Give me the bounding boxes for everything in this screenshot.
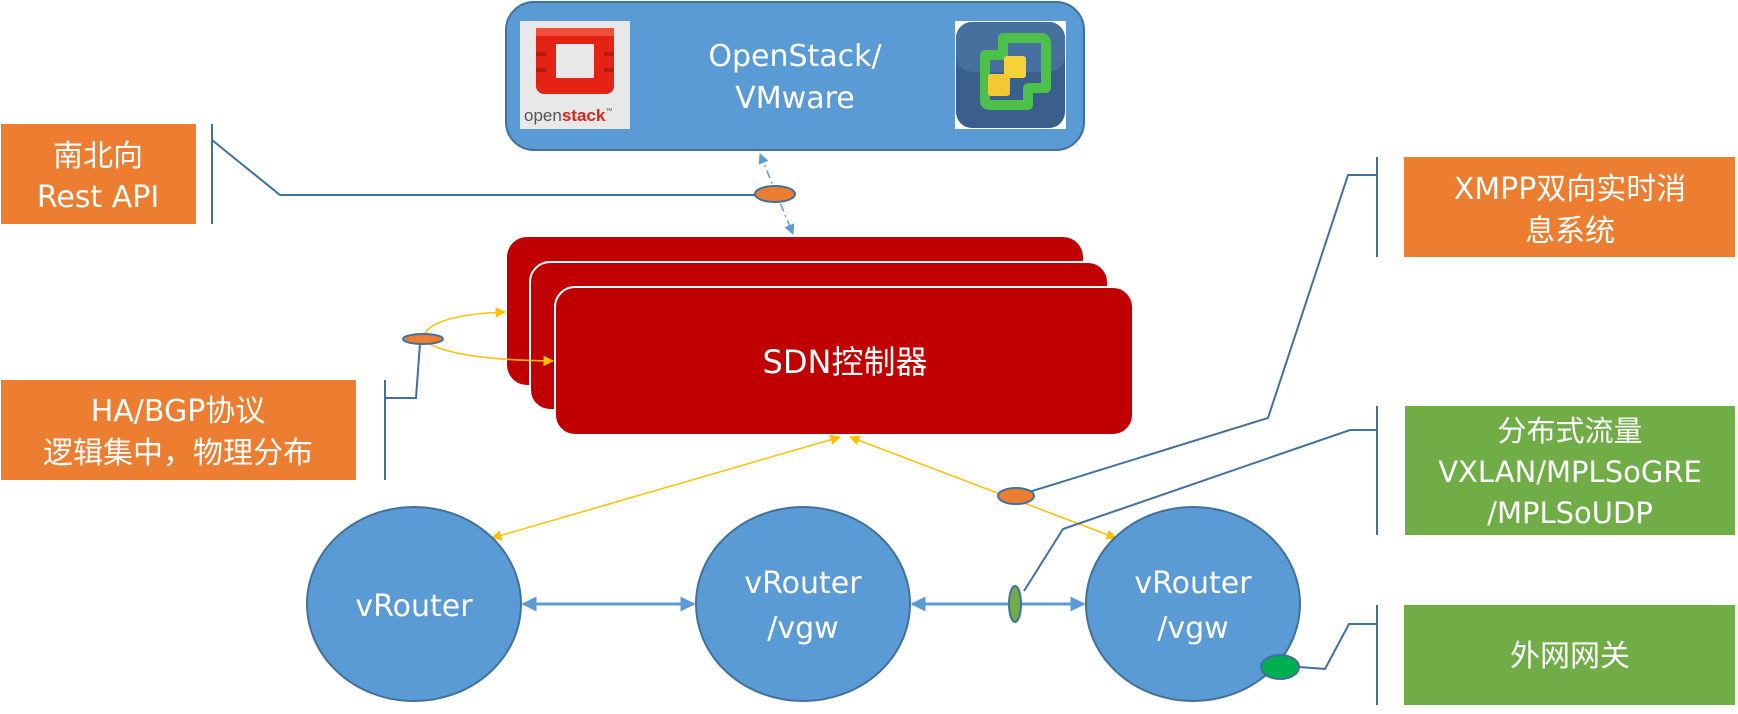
vrouter-vgw-node: vRouter /vgw: [695, 506, 911, 702]
overlay-connector-line: [1023, 429, 1377, 592]
ha-arrow-upper: [422, 307, 507, 338]
vrouter-sub-label: /vgw: [767, 611, 838, 646]
ha-marker: [402, 333, 444, 345]
ha-connector-line: [385, 342, 421, 399]
vrouter-node: vRouter: [306, 506, 522, 702]
openstack-logo-icon: openstack™: [520, 21, 630, 129]
rest-api-callout: 南北向 Rest API: [1, 124, 196, 224]
overlay-callout: 分布式流量 VXLAN/MPLSoGRE /MPLSoUDP: [1405, 406, 1735, 535]
rest-api-callout-line1: 南北向: [53, 139, 143, 174]
controller-to-vrouter1-link: [490, 434, 842, 541]
gateway-marker: [1260, 654, 1300, 680]
sdn-controller-stack: SDN控制器: [507, 237, 1134, 436]
overlay-callout-line1: 分布式流量: [1497, 414, 1642, 448]
openstack-wordmark: openstack™: [524, 106, 612, 125]
ha-bgp-callout: HA/BGP协议 逻辑集中，物理分布: [1, 380, 356, 480]
gateway-callout: 外网网关: [1404, 605, 1735, 705]
vrouter-label: vRouter: [1134, 566, 1252, 601]
rest-api-connector-line: [211, 139, 775, 196]
xmpp-marker: [997, 487, 1035, 505]
overlay-marker: [1008, 585, 1022, 623]
gateway-connector-line: [1298, 623, 1377, 671]
openstack-vmware-box: openstack™ OpenStack/ VMware: [505, 1, 1085, 151]
ha-bgp-callout-line1: HA/BGP协议: [91, 394, 266, 429]
controller-to-vrouter3-link: [849, 435, 1117, 540]
sdn-controller-label: SDN控制器: [763, 343, 928, 381]
xmpp-connector-line: [1015, 174, 1377, 497]
xmpp-callout-line2: 息系统: [1525, 214, 1615, 249]
xmpp-callout: XMPP双向实时消 息系统: [1404, 157, 1735, 257]
openstack-vmware-title-line1: OpenStack/: [708, 39, 882, 74]
vmware-vsphere-logo-icon: [955, 21, 1066, 129]
overlay-callout-line3: /MPLSoUDP: [1487, 496, 1653, 530]
rest-api-marker: [754, 185, 796, 203]
gateway-callout-line1: 外网网关: [1510, 639, 1630, 674]
vrouter-label: vRouter: [744, 566, 862, 601]
vrouter-sub-label: /vgw: [1157, 611, 1228, 646]
ha-bgp-callout-line2: 逻辑集中，物理分布: [43, 436, 313, 471]
vrouter-label: vRouter: [355, 589, 473, 624]
controller-instance-front: [554, 286, 1134, 436]
vrouter-vgw-node: vRouter /vgw: [1085, 506, 1301, 702]
xmpp-callout-line1: XMPP双向实时消: [1454, 172, 1687, 207]
openstack-vmware-title-line2: VMware: [735, 81, 854, 116]
overlay-callout-line2: VXLAN/MPLSoGRE: [1438, 455, 1702, 489]
rest-api-callout-line2: Rest API: [37, 180, 159, 215]
